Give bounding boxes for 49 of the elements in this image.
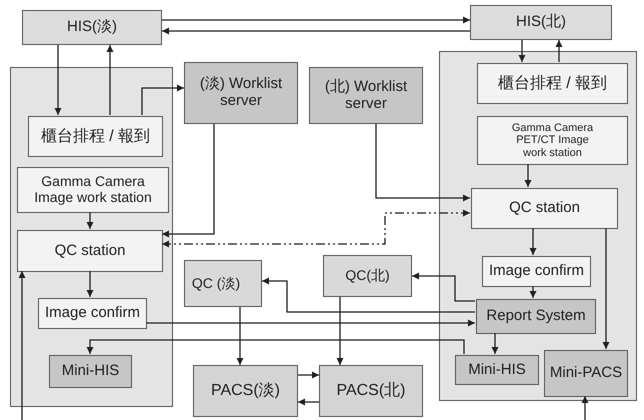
arrow (141, 84, 184, 115)
station-box: QC(北) (323, 255, 412, 297)
process-box: Gamma Camera PET/CT Image work station (477, 116, 628, 165)
arrow (18, 271, 26, 420)
server-box: (北) Worklist server (309, 67, 423, 124)
arrow (582, 396, 588, 420)
arrow (162, 210, 470, 248)
group-panel (10, 67, 173, 407)
arrow (412, 272, 475, 302)
arrow (556, 40, 562, 62)
arrow (298, 372, 319, 378)
process-box: 櫃台排程 / 報到 (477, 63, 628, 104)
system-box: Mini-HIS (49, 355, 132, 388)
arrow (262, 278, 475, 313)
arrow (236, 307, 244, 365)
system-box: Report System (476, 299, 596, 334)
process-box: Image confirm (482, 256, 591, 287)
station-box: QC (淡) (184, 260, 262, 307)
process-box: Image confirm (38, 298, 147, 329)
system-box: PACS(淡) (193, 365, 298, 417)
system-box: HIS(淡) (22, 10, 162, 45)
system-box: Mini-HIS (455, 355, 539, 385)
arrow (146, 320, 475, 326)
arrow (162, 16, 470, 24)
arrow (86, 271, 94, 297)
arrow (518, 40, 526, 62)
arrow (336, 297, 344, 365)
process-box: QC station (17, 230, 163, 272)
system-box: HIS(北) (470, 5, 612, 40)
arrow (162, 28, 470, 34)
system-box: PACS(北) (319, 365, 423, 417)
arrow (86, 212, 94, 229)
system-box: Mini-PACS (544, 350, 628, 397)
arrow (375, 124, 470, 202)
process-box: QC station (471, 188, 618, 229)
arrow (530, 286, 536, 298)
arrow (162, 124, 215, 238)
arrow (106, 45, 114, 115)
arrow (86, 339, 465, 354)
group-panel (439, 51, 637, 401)
arrow (524, 164, 532, 187)
arrow (54, 45, 62, 115)
arrow (530, 228, 536, 255)
process-box: 櫃台排程 / 報到 (28, 116, 163, 157)
process-box: Gamma Camera Image work station (17, 167, 169, 213)
arrow (298, 398, 319, 406)
server-box: (淡) Worklist server (184, 62, 298, 124)
arrow (492, 333, 498, 354)
arrow (602, 228, 610, 349)
